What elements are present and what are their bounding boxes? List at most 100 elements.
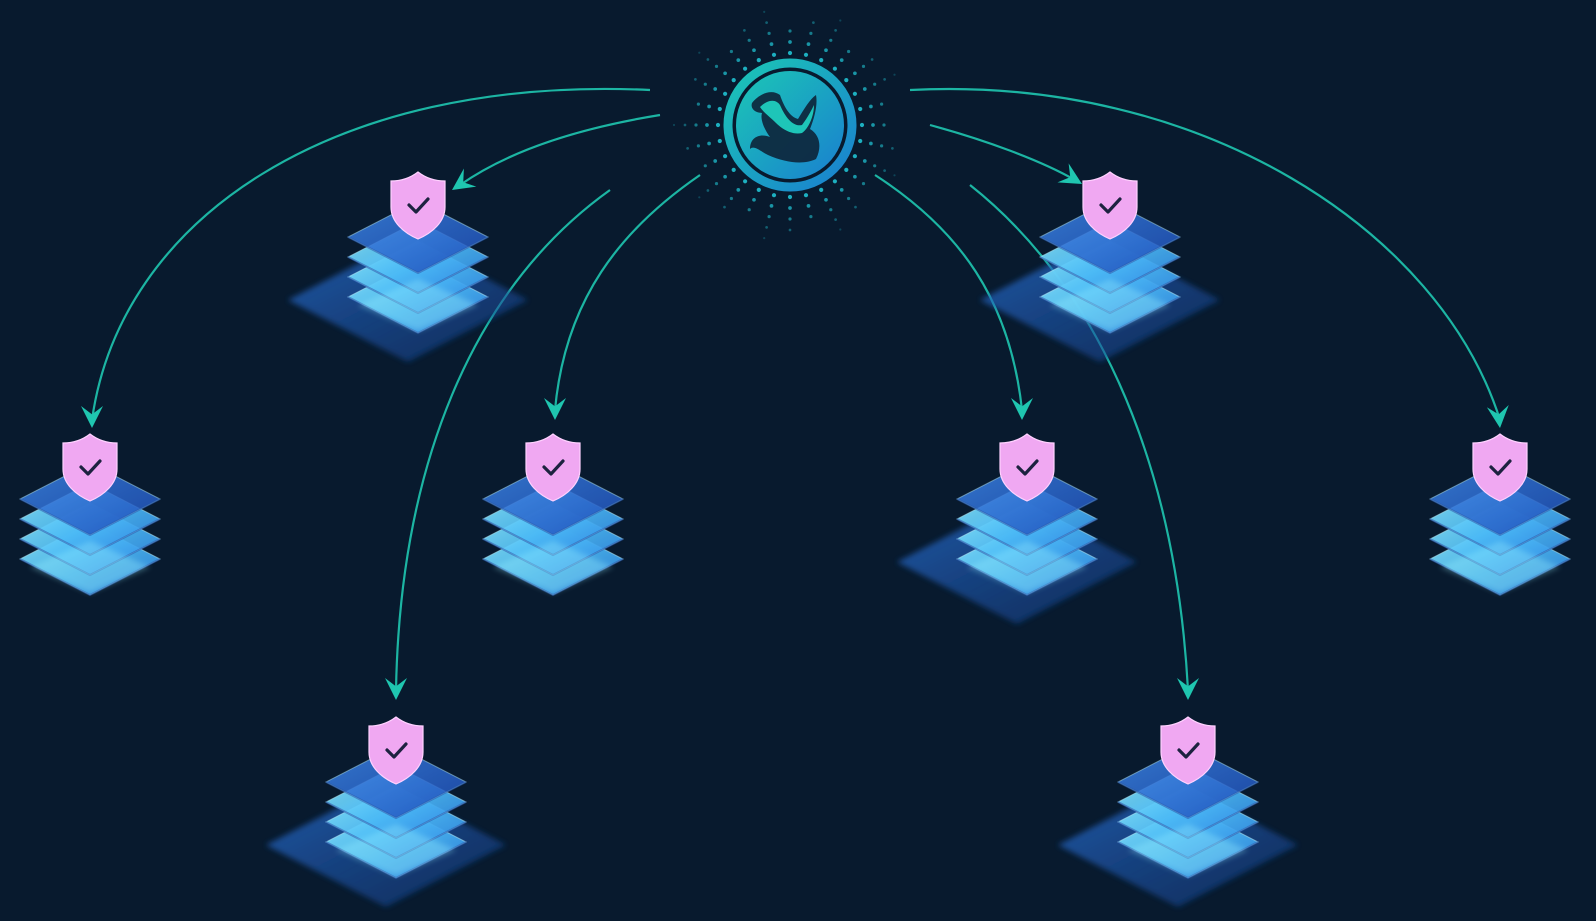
hub-dot bbox=[672, 123, 676, 127]
hub-dot bbox=[713, 159, 718, 163]
edge-node-far-right bbox=[909, 87, 1509, 428]
hub-dot bbox=[717, 106, 722, 112]
hub-dot bbox=[706, 189, 710, 192]
hub-dot bbox=[694, 78, 697, 81]
node-mid-right bbox=[897, 433, 1137, 624]
hub-dot bbox=[694, 123, 698, 127]
hub-ring bbox=[723, 58, 857, 192]
hub-dot bbox=[714, 182, 719, 186]
edge-node-mid-right bbox=[874, 174, 1033, 420]
hub-dot bbox=[743, 29, 746, 32]
hub-dot bbox=[703, 82, 707, 86]
edge-line bbox=[909, 87, 1502, 421]
hub-dot bbox=[891, 147, 894, 150]
hub-dot bbox=[769, 42, 774, 46]
hub-dot bbox=[763, 10, 766, 13]
stack-glow bbox=[358, 279, 478, 331]
hub bbox=[672, 10, 896, 240]
shield-shape bbox=[390, 171, 446, 240]
arrowhead-icon bbox=[1057, 163, 1082, 184]
hub-dot bbox=[847, 49, 851, 54]
hub-dot bbox=[731, 78, 736, 83]
hub-dot bbox=[723, 71, 727, 76]
hub-dot bbox=[752, 197, 756, 202]
hub-dot bbox=[803, 193, 809, 198]
stack-edge bbox=[956, 498, 1098, 537]
hub-dot bbox=[747, 38, 751, 42]
edge-line bbox=[929, 123, 1076, 181]
shield-check-icon bbox=[1160, 716, 1216, 785]
shield-shape bbox=[999, 433, 1055, 502]
node-bottom-right bbox=[1058, 716, 1298, 907]
hub-dot bbox=[854, 205, 857, 209]
shield-check-icon bbox=[368, 716, 424, 785]
hub-dot bbox=[731, 167, 736, 172]
hub-dot bbox=[834, 29, 837, 32]
edge-node-bottom-left bbox=[385, 189, 611, 700]
hub-dot bbox=[880, 144, 884, 148]
arrowhead-icon bbox=[452, 168, 477, 190]
stack-glow bbox=[30, 541, 150, 593]
hub-dot bbox=[893, 174, 896, 177]
edge-node-bottom-right bbox=[969, 184, 1199, 700]
hub-dot bbox=[787, 194, 793, 200]
hub-dot bbox=[788, 228, 792, 232]
hub-dot bbox=[853, 174, 857, 179]
hub-dot bbox=[756, 58, 761, 63]
hub-dot bbox=[703, 164, 707, 168]
edge-line bbox=[969, 184, 1190, 691]
hub-dot bbox=[729, 49, 734, 54]
hub-dot bbox=[832, 179, 838, 184]
shield-check-icon bbox=[1472, 433, 1528, 502]
hub-dot bbox=[873, 82, 877, 86]
hub-dot bbox=[752, 48, 756, 53]
hub-dot bbox=[858, 106, 863, 112]
stack-edge bbox=[482, 498, 624, 537]
hub-dot bbox=[729, 196, 734, 201]
hub-dot bbox=[861, 182, 866, 186]
hub-dot bbox=[767, 31, 771, 35]
edge-line bbox=[90, 87, 651, 421]
stack-edge bbox=[19, 498, 161, 537]
hub-dot bbox=[723, 91, 728, 96]
check-mark-icon bbox=[79, 459, 102, 476]
stack-glow bbox=[493, 541, 613, 593]
stack-edge bbox=[347, 236, 489, 275]
check-mark-icon bbox=[1177, 742, 1200, 759]
hub-dot bbox=[771, 52, 777, 57]
edge-node-upper-right bbox=[929, 123, 1082, 184]
hub-dot bbox=[834, 218, 837, 221]
hub-dot bbox=[707, 141, 711, 146]
hub-dot bbox=[883, 78, 886, 81]
edge-node-upper-left bbox=[452, 113, 661, 190]
hub-dot bbox=[715, 122, 721, 128]
hub-dot bbox=[847, 196, 851, 201]
rhino-logo-icon bbox=[750, 92, 820, 163]
hub-dot bbox=[839, 188, 844, 192]
hub-dot bbox=[788, 217, 792, 221]
shield-shape bbox=[525, 433, 581, 502]
hub-dot bbox=[862, 87, 867, 91]
hub-dot bbox=[862, 159, 867, 163]
hub-dot bbox=[696, 144, 701, 148]
shield-check-icon bbox=[999, 433, 1055, 502]
hub-dot bbox=[714, 64, 719, 68]
hub-dot bbox=[756, 187, 761, 192]
arrowhead-icon bbox=[1486, 405, 1509, 428]
hub-dot bbox=[812, 21, 815, 24]
hub-dot bbox=[829, 38, 833, 42]
node-upper-left bbox=[288, 171, 528, 362]
nodes-group bbox=[18, 171, 1572, 907]
arrowhead-icon bbox=[1177, 678, 1199, 700]
stack-glow bbox=[1440, 541, 1560, 593]
hub-dot bbox=[771, 193, 777, 198]
hub-dot bbox=[819, 58, 824, 63]
shield-shape bbox=[368, 716, 424, 785]
hub-dot bbox=[736, 58, 741, 62]
stack-edge bbox=[325, 781, 467, 820]
hub-dot bbox=[705, 123, 709, 127]
hub-dot bbox=[839, 19, 842, 22]
shield-check-icon bbox=[525, 433, 581, 502]
node-bottom-left bbox=[266, 716, 506, 907]
